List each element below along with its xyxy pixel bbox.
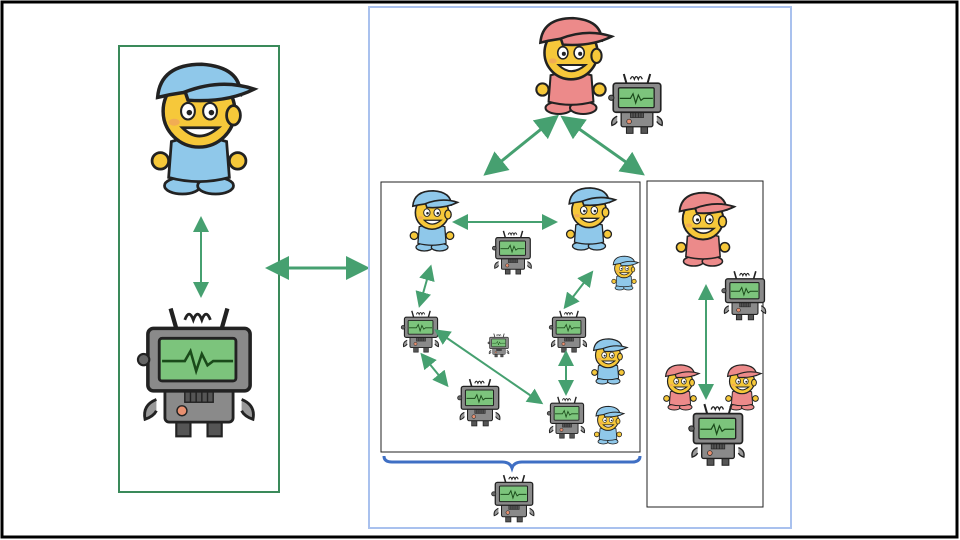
right-panel (368, 6, 792, 529)
side-robot-bottom-icon (687, 403, 746, 467)
left-blue-child-icon (150, 62, 256, 196)
network-small-blue-child-icon (611, 255, 639, 291)
network-arrow-right-upper (563, 270, 594, 310)
network-robot-center-icon (491, 230, 533, 275)
side-group-box (646, 180, 764, 508)
network-arrow-diagonal (434, 329, 544, 405)
side-pink-child-small-right-icon (725, 364, 762, 411)
network-blue-child-right-icon (565, 187, 617, 251)
network-blue-child-bottom-right-icon (593, 405, 625, 445)
side-pink-child-icon (675, 191, 736, 267)
network-blue-child-left-icon (409, 190, 459, 252)
network-arrow-left-lower (420, 352, 449, 388)
network-robot-bottom-left-icon (456, 378, 501, 427)
side-robot-top-icon (720, 270, 767, 321)
network-blue-child-small-right-icon (591, 338, 628, 385)
network-robot-bottom-right-icon (546, 396, 586, 439)
network-robot-left-icon (400, 310, 440, 353)
side-pink-child-small-left-icon (663, 364, 700, 411)
network-tiny-robot-icon (487, 333, 510, 358)
top-robot-icon (607, 72, 664, 135)
network-robot-right-icon (548, 310, 588, 353)
left-robot-icon (138, 309, 253, 437)
inner-network-box (380, 181, 641, 453)
top-left-arrow (483, 114, 560, 176)
network-brace (382, 455, 642, 473)
top-pink-child-icon (535, 16, 614, 116)
network-arrow-left-vertical (415, 264, 435, 308)
brace-robot-icon (490, 474, 535, 523)
top-right-arrow (560, 115, 645, 176)
